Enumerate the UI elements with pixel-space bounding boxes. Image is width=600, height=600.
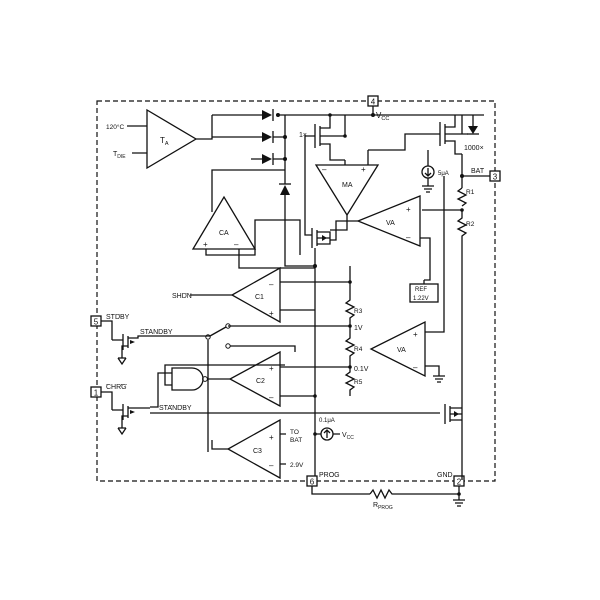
sense-mosfet-1x: 1×	[299, 113, 347, 161]
resistor-r1: R1	[456, 187, 475, 207]
shdn-label: SHDN	[172, 293, 192, 300]
svg-text:C3: C3	[253, 448, 262, 455]
current-amplifier: CA + –	[191, 169, 315, 269]
svg-text:3: 3	[493, 173, 498, 182]
svg-text:+: +	[413, 330, 418, 339]
pin-5: 5	[90, 315, 102, 327]
chrg-driver: CHRG STANDBY	[101, 384, 440, 436]
power-mosfet-1000x: 1000×	[368, 115, 484, 155]
nand-gate	[150, 364, 285, 408]
svg-text:–: –	[269, 461, 274, 470]
pin-3: 3	[489, 170, 501, 182]
svg-text:R2: R2	[466, 221, 475, 228]
vcc-label: VCC	[376, 111, 389, 122]
svg-text:VA: VA	[386, 220, 395, 227]
svg-text:C1: C1	[255, 294, 264, 301]
voltage-amplifier-bottom: VA + –	[369, 176, 445, 383]
svg-text:C2: C2	[256, 378, 265, 385]
prog-label: PROG	[319, 472, 340, 479]
comparator-c3: C3 + – TO BAT 2.9V	[211, 418, 304, 480]
temp-120-label: 120°C	[106, 123, 124, 131]
pin-6: 6	[306, 475, 318, 487]
svg-text:STANDBY: STANDBY	[159, 405, 192, 412]
svg-text:5: 5	[94, 318, 99, 327]
svg-text:TO: TO	[290, 429, 299, 436]
svg-text:–: –	[413, 363, 418, 372]
pin-4: 4	[367, 95, 379, 107]
comparator-c2: C2 + –	[228, 350, 315, 408]
svg-text:0.1μA: 0.1μA	[319, 418, 335, 424]
svg-text:–: –	[269, 280, 274, 289]
svg-text:+: +	[269, 364, 274, 373]
svg-text:REF: REF	[415, 287, 427, 293]
svg-text:6: 6	[310, 478, 315, 487]
svg-text:+: +	[361, 165, 366, 174]
gnd-label: GND	[437, 472, 453, 479]
svg-text:4: 4	[371, 98, 376, 107]
svg-text:R3: R3	[354, 308, 363, 315]
svg-text:VCC: VCC	[342, 432, 354, 441]
chip-boundary	[96, 100, 496, 482]
current-source-5ua: 5μA	[421, 150, 449, 193]
diode-vertical	[279, 115, 315, 267]
current-source-0p1ua: 0.1μA VCC	[315, 418, 354, 441]
svg-text:1.22V: 1.22V	[413, 296, 429, 302]
comparator-c1: C1 – +	[230, 266, 351, 324]
svg-text:2.9V: 2.9V	[290, 462, 304, 469]
svg-text:5μA: 5μA	[438, 171, 449, 177]
resistor-r3: R3	[344, 282, 363, 326]
svg-text:2: 2	[457, 478, 462, 487]
svg-text:STDBY: STDBY	[106, 314, 130, 321]
stdby-driver: STDBY STANDBY	[101, 314, 210, 366]
svg-text:–: –	[406, 233, 411, 242]
resistor-rprog: RPROG	[369, 486, 460, 511]
svg-text:–: –	[269, 393, 274, 402]
svg-text:RPROG: RPROG	[373, 502, 393, 511]
tenth-volt-label: 0.1V	[354, 366, 369, 373]
regulation-mosfet	[311, 228, 331, 248]
svg-text:CA: CA	[219, 230, 229, 237]
mode-switch	[205, 323, 296, 452]
svg-text:STANDBY: STANDBY	[140, 329, 173, 336]
resistor-r2: R2	[456, 210, 475, 480]
svg-text:R5: R5	[354, 379, 363, 386]
bat-label: BAT	[471, 168, 485, 175]
svg-text:MA: MA	[342, 182, 353, 189]
svg-text:+: +	[269, 433, 274, 442]
resistor-r4: R4	[344, 326, 363, 367]
tdie-label: TDIE	[113, 151, 126, 160]
pin-1: 1	[90, 386, 102, 398]
svg-text:1: 1	[94, 389, 99, 398]
resistor-r5: R5	[344, 367, 363, 396]
svg-text:TA: TA	[160, 136, 169, 147]
diode-low	[251, 153, 285, 165]
svg-text:1×: 1×	[299, 132, 307, 139]
diode-mid	[212, 131, 285, 143]
one-volt-label: 1V	[354, 325, 363, 332]
svg-text:+: +	[406, 205, 411, 214]
thermal-amplifier: TA	[127, 108, 213, 170]
gnd-mosfet	[444, 404, 462, 424]
svg-text:CHRG: CHRG	[106, 384, 127, 391]
svg-text:BAT: BAT	[290, 437, 302, 444]
svg-text:R1: R1	[466, 189, 475, 196]
svg-text:–: –	[234, 240, 239, 249]
svg-text:–: –	[322, 165, 327, 174]
vcc-rail	[212, 106, 484, 116]
diode-top	[262, 109, 274, 121]
svg-text:+: +	[203, 240, 208, 249]
voltage-amplifier-top: VA + –	[330, 195, 431, 281]
reference-1v22: REF 1.22V	[409, 280, 439, 303]
ground-symbol	[453, 494, 465, 507]
svg-text:+: +	[269, 309, 274, 318]
svg-text:1000×: 1000×	[464, 145, 484, 152]
svg-text:R4: R4	[354, 346, 363, 353]
svg-text:VA: VA	[397, 347, 406, 354]
